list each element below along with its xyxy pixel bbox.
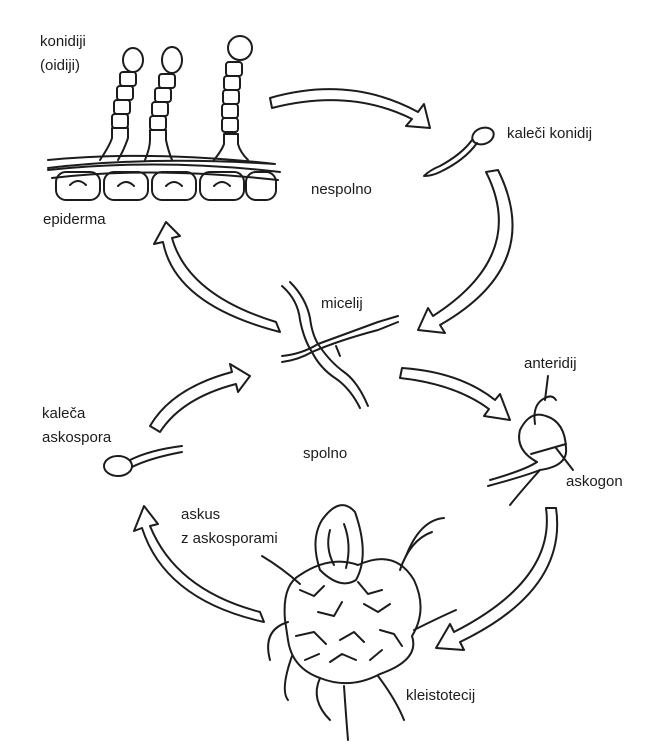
label-kaleci-konidij: kaleči konidij [507,124,592,143]
epidermis-with-conidia-illustration [48,36,280,200]
antheridium-ascogonium-illustration [488,396,566,505]
label-spolno: spolno [303,444,347,463]
arrow-kaleca-askospora-to-micelij [150,364,250,432]
label-micelij: micelij [321,294,363,313]
label-z-askosporami: z askosporami [181,529,278,548]
label-epiderma: epiderma [43,210,106,229]
germinating-conidium-illustration [424,125,496,176]
arrow-kaleci-konidij-to-micelij [418,170,513,333]
askogon-pointer-line [556,448,573,470]
germinating-ascospore-illustration [104,446,182,476]
arrow-micelij-to-anteridij [400,368,510,420]
label-kaleca: kaleča [42,404,85,423]
label-askus: askus [181,505,220,524]
label-kleistotecij: kleistotecij [406,686,475,705]
label-askospora: askospora [42,428,111,447]
label-oidiji: (oidiji) [40,56,80,75]
label-anteridij: anteridij [524,354,577,373]
arrow-micelij-to-epiderma [154,222,280,332]
label-nespolno: nespolno [311,180,372,199]
label-konidiji: konidiji [40,32,86,51]
arrow-epiderma-to-kaleci-konidij [270,89,430,128]
arrow-askogon-to-kleistotecij [436,508,557,650]
label-askogon: askogon [566,472,623,491]
